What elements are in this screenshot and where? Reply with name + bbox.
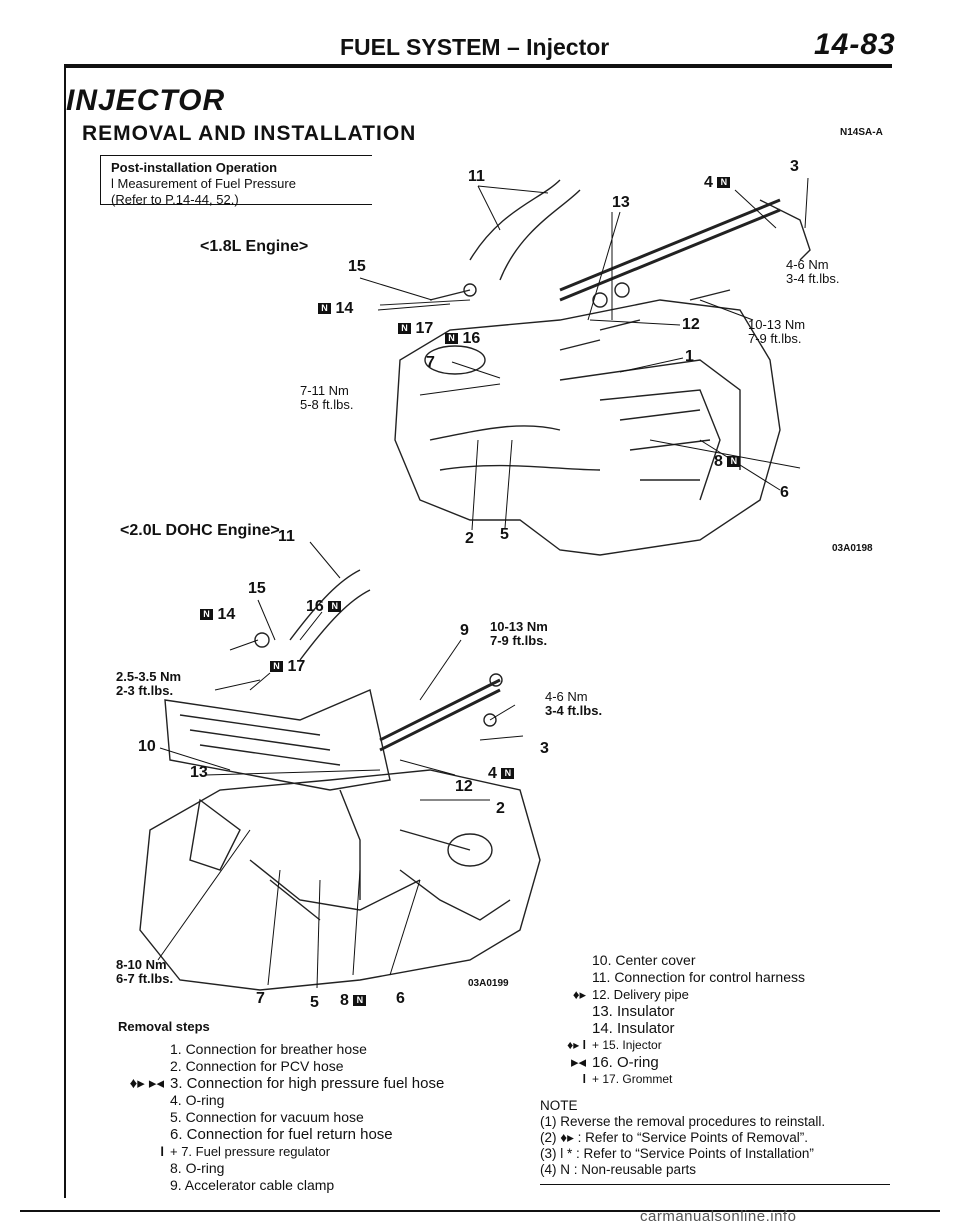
non-reusable-icon: N xyxy=(398,323,411,335)
list-item: l+ 7. Fuel pressure regulator xyxy=(160,1144,331,1159)
non-reusable-icon: N xyxy=(501,768,515,780)
list-item: 14. Insulator xyxy=(592,1020,675,1037)
callout-2-14: N 14 xyxy=(200,606,235,624)
callout-2-17: N 17 xyxy=(270,658,305,676)
callout-2-4: 4 N xyxy=(488,765,515,783)
callout-2-2: 2 xyxy=(496,800,505,817)
non-reusable-icon: N xyxy=(445,333,458,345)
figure-code-2: 03A0199 xyxy=(468,978,509,989)
post-installation-title: Post-installation Operation xyxy=(111,160,278,175)
callout-2-9: 9 xyxy=(460,622,469,639)
callout-2-6: 6 xyxy=(396,990,405,1007)
callout-1-17: N 17 xyxy=(398,320,433,338)
list-item: 11. Connection for control harness xyxy=(592,969,805,985)
header-rule xyxy=(64,64,892,68)
section-title: INJECTOR xyxy=(66,84,226,117)
list-item: 9. Accelerator cable clamp xyxy=(170,1177,335,1193)
removal-steps-title: Removal steps xyxy=(118,1019,210,1034)
callout-2-5: 5 xyxy=(310,994,319,1011)
list-item: 2. Connection for PCV hose xyxy=(170,1058,344,1074)
non-reusable-icon: N xyxy=(727,456,741,468)
non-reusable-icon: N xyxy=(328,601,342,613)
note-item: (4) N : Non-reusable parts xyxy=(540,1162,697,1177)
footer-watermark: carmanualsonline.info xyxy=(640,1208,797,1225)
non-reusable-icon: N xyxy=(353,995,367,1007)
callout-1-1: 1 xyxy=(685,348,694,365)
page-header-title: FUEL SYSTEM – Injector xyxy=(340,34,610,60)
list-item: 6. Connection for fuel return hose xyxy=(170,1126,393,1143)
note-item: (3) l * : Refer to “Service Points of In… xyxy=(540,1146,814,1161)
engine-label-2-0l: <2.0L DOHC Engine> xyxy=(120,522,280,539)
list-item: 4. O-ring xyxy=(170,1092,225,1108)
non-reusable-icon: N xyxy=(270,661,283,673)
callout-1-6: 6 xyxy=(780,484,789,501)
callout-1-12: 12 xyxy=(682,316,700,333)
list-item: ▸◂16. O-ring xyxy=(570,1054,659,1071)
list-item: 8. O-ring xyxy=(170,1160,225,1176)
callout-2-10: 10 xyxy=(138,738,156,755)
removal-steps-left: Removal steps 1. Connection for breather… xyxy=(92,1018,444,1194)
post-installation-item: l Measurement of Fuel Pressure xyxy=(111,176,296,191)
callout-2-7: 7 xyxy=(256,990,265,1007)
callout-2-11: 11 xyxy=(278,528,295,545)
callout-1-15: 15 xyxy=(348,258,366,275)
callout-1-14: N 14 xyxy=(318,300,353,318)
callout-1-4: 4 N xyxy=(704,174,731,192)
subsection-title: REMOVAL AND INSTALLATION xyxy=(82,122,417,145)
engine-label-1-8l: <1.8L Engine> xyxy=(200,238,309,255)
left-margin-rule xyxy=(64,68,66,1198)
callout-1-16: N 16 xyxy=(445,330,480,348)
non-reusable-icon: N xyxy=(717,177,731,189)
callout-1-7: 7 xyxy=(426,354,435,371)
callout-1-3: 3 xyxy=(790,158,799,175)
callout-2-3: 3 xyxy=(540,740,549,757)
engine-1-8l-illustration xyxy=(379,179,811,556)
page-bottom-rule xyxy=(20,1210,940,1212)
callout-2-12: 12 xyxy=(455,778,473,795)
notes-block: NOTE (1) Reverse the removal procedures … xyxy=(540,1098,825,1178)
list-item: ♦▸ l+ 15. Injector xyxy=(567,1038,662,1052)
list-item: 13. Insulator xyxy=(592,1003,675,1020)
notes-bottom-rule xyxy=(540,1184,890,1185)
non-reusable-icon: N xyxy=(318,303,331,315)
list-item: ♦▸12. Delivery pipe xyxy=(572,987,689,1002)
callout-1-2: 2 xyxy=(465,530,474,547)
section-code: N14SA-A xyxy=(840,127,883,138)
list-item: l+ 17. Grommet xyxy=(582,1072,673,1086)
list-item: ♦▸ ▸◂3. Connection for high pressure fue… xyxy=(129,1075,445,1092)
page-number: 14-83 xyxy=(814,28,896,61)
list-item: 5. Connection for vacuum hose xyxy=(170,1109,364,1125)
callout-1-5: 5 xyxy=(500,526,509,543)
figure-code-1: 03A0198 xyxy=(832,543,873,554)
list-item: 1. Connection for breather hose xyxy=(170,1041,367,1057)
post-installation-box: Post-installation Operation l Measuremen… xyxy=(100,155,372,207)
leader-lines-2 xyxy=(157,541,524,989)
note-item: (2) ♦▸ : Refer to “Service Points of Rem… xyxy=(540,1130,808,1145)
removal-steps-right: 10. Center cover 11. Connection for cont… xyxy=(514,952,805,1088)
callout-1-13: 13 xyxy=(612,194,630,211)
list-item: 10. Center cover xyxy=(592,952,696,968)
callout-2-15: 15 xyxy=(248,580,266,597)
callout-2-8: 8 N xyxy=(340,992,367,1010)
post-installation-ref: (Refer to P.14-44, 52.) xyxy=(111,192,239,207)
notes-title: NOTE xyxy=(540,1098,578,1113)
callout-2-13: 13 xyxy=(190,764,208,781)
non-reusable-icon: N xyxy=(200,609,213,621)
note-item: (1) Reverse the removal procedures to re… xyxy=(540,1114,826,1129)
callout-1-8: 8 N xyxy=(714,453,741,471)
callout-2-16: 16 N xyxy=(306,598,342,616)
callout-1-11: 11 xyxy=(468,168,485,185)
